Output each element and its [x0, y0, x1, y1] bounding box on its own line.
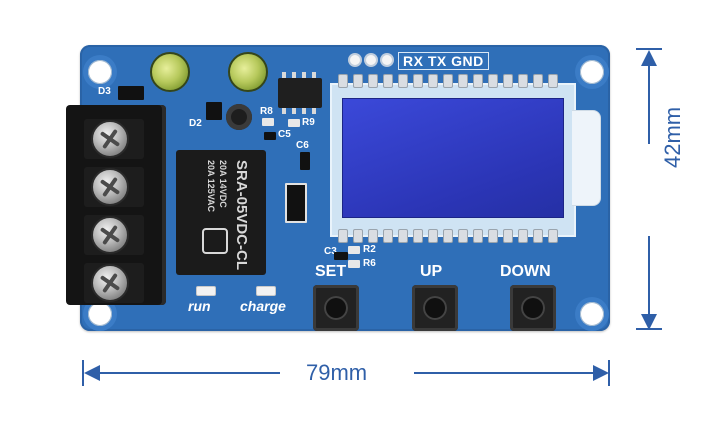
diode-d2 [206, 102, 222, 120]
terminal-block [66, 105, 166, 305]
ic-pins [276, 72, 324, 114]
dimension-width-arrow-left-icon [84, 365, 100, 381]
resistor-r8 [262, 118, 274, 126]
label-c5: C5 [278, 129, 291, 140]
up-label: UP [420, 263, 443, 280]
capacitor-c6 [300, 152, 310, 170]
label-d2: D2 [189, 118, 202, 129]
dimension-height-line-top [648, 62, 650, 144]
diode-d3 [118, 86, 144, 100]
lcd-screen [342, 98, 564, 218]
dimension-height-line-bottom [648, 236, 650, 314]
diode-mid [285, 183, 307, 223]
lcd-pins-bottom [338, 229, 568, 243]
relay-certification-mark [202, 228, 228, 254]
up-button[interactable] [412, 285, 458, 331]
up-button-cap[interactable] [423, 296, 447, 320]
charge-label: charge [240, 298, 286, 314]
uart-pad-2 [366, 55, 376, 65]
capacitor-1 [150, 52, 190, 92]
dimension-width-line-left [96, 372, 280, 374]
label-r6: R6 [363, 258, 376, 269]
inductor [226, 104, 252, 130]
capacitor-c5 [264, 132, 276, 140]
resistor-r9 [288, 119, 300, 127]
uart-pad-3 [382, 55, 392, 65]
label-r9: R9 [302, 117, 315, 128]
dimension-width-arrow-right-icon [593, 365, 609, 381]
uart-pad-1 [350, 55, 360, 65]
resistor-r2 [348, 246, 360, 254]
dimension-width-label: 79mm [306, 360, 368, 385]
label-r2: R2 [363, 244, 376, 255]
screw-3[interactable] [91, 216, 129, 254]
set-label: SET [315, 263, 347, 280]
mounting-hole-bottom-right [580, 302, 604, 326]
relay-rating-dc: 20A 14VDC [218, 160, 228, 208]
label-c3: C3 [324, 246, 337, 257]
relay-model: SRA-05VDC-CL [233, 160, 250, 271]
lcd-tab [572, 110, 601, 206]
relay-rating-ac: 20A 125VAC [206, 160, 216, 213]
down-button[interactable] [510, 285, 556, 331]
down-label: DOWN [500, 263, 551, 280]
dimension-height-top-tick [636, 48, 662, 50]
mounting-hole-top-right [580, 60, 604, 84]
relay: SRA-05VDC-CL 20A 14VDC 20A 125VAC [176, 150, 266, 275]
set-button[interactable] [313, 285, 359, 331]
mounting-hole-bottom-left [88, 302, 112, 326]
screw-2[interactable] [91, 168, 129, 206]
run-label: run [188, 298, 211, 314]
dimension-height-arrow-down-icon [641, 314, 657, 330]
down-button-cap[interactable] [521, 296, 545, 320]
dimension-height-arrow-up-icon [641, 50, 657, 66]
screw-1[interactable] [91, 120, 129, 158]
uart-header: RX TX GND [350, 52, 500, 70]
screw-4[interactable] [91, 264, 129, 302]
run-led [196, 286, 216, 296]
mounting-hole-top-left [88, 60, 112, 84]
charge-led [256, 286, 276, 296]
dimension-height-label: 42mm [660, 106, 685, 168]
capacitor-2 [228, 52, 268, 92]
set-button-cap[interactable] [324, 296, 348, 320]
resistor-r6 [348, 260, 360, 268]
lcd-pins-top [338, 74, 568, 88]
dimension-width-right-tick [608, 360, 610, 386]
uart-label: RX TX GND [398, 52, 489, 70]
dimension-width-left-tick [82, 360, 84, 386]
label-c6: C6 [296, 140, 309, 151]
label-r8: R8 [260, 106, 273, 117]
label-d3: D3 [98, 86, 111, 97]
capacitor-c3 [334, 252, 348, 260]
dimension-width-line-right [414, 372, 594, 374]
ic-chip [278, 78, 322, 108]
